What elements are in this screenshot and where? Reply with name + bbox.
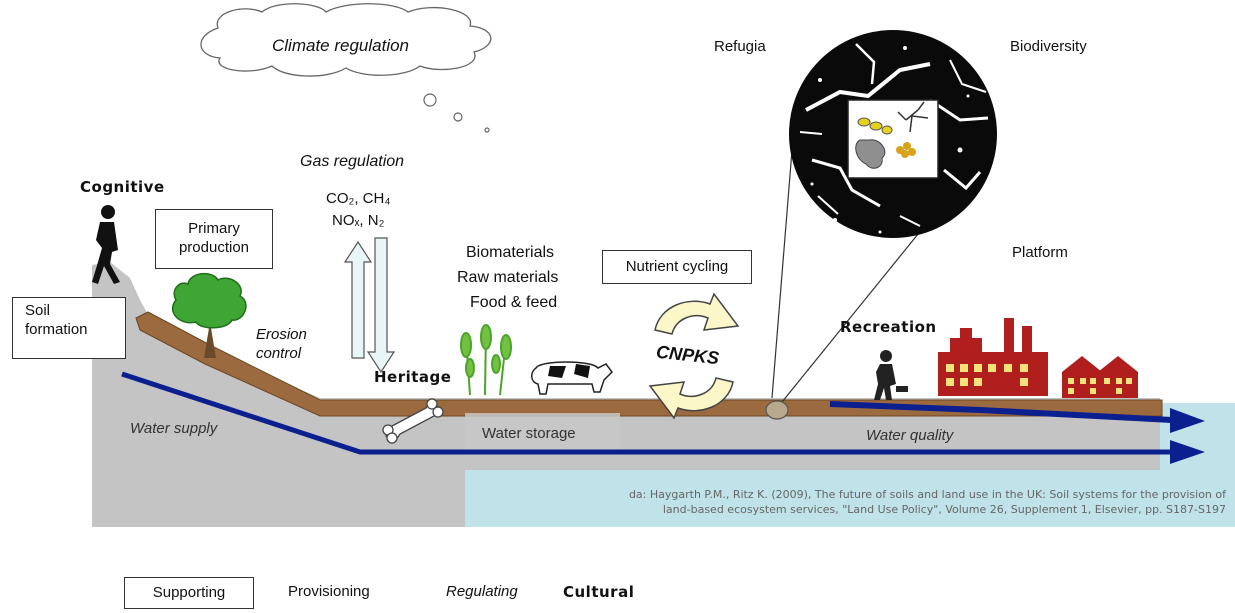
legend-supporting: Supporting xyxy=(152,583,226,601)
citation-line1: da: Haygarth P.M., Ritz K. (2009), The f… xyxy=(628,488,1226,501)
organisms-inset xyxy=(847,99,939,179)
biodiversity-label: Biodiversity xyxy=(1010,38,1087,55)
nutrient-cycling-box: Nutrient cycling xyxy=(602,250,752,284)
platform-label: Platform xyxy=(1012,244,1068,261)
houses-icon xyxy=(1062,356,1138,398)
gas-formula-line2: NOₓ, N₂ xyxy=(332,212,385,229)
gas-down-arrow xyxy=(366,237,396,374)
water-storage-label: Water storage xyxy=(482,425,576,442)
soil-formation-box: Soil formation xyxy=(12,297,126,359)
soil-specks xyxy=(810,46,977,234)
primary-production-box: Primary production xyxy=(155,209,273,269)
soil-layer xyxy=(135,311,1163,417)
gas-formula-line1: CO₂, CH₄ xyxy=(326,190,391,207)
citation-line2: land-based ecosystem services, "Land Use… xyxy=(662,502,1226,516)
erosion-control-text: Erosion control xyxy=(256,326,307,362)
tree-icon xyxy=(171,272,247,358)
citation: da: Haygarth P.M., Ritz K. (2009), The f… xyxy=(470,488,1226,518)
cognitive-person-icon xyxy=(92,205,120,284)
thought-bubble-2 xyxy=(453,112,463,122)
raw-materials-label: Raw materials xyxy=(457,269,559,286)
biomaterials-label: Biomaterials xyxy=(466,244,555,261)
legend-cultural: Cultural xyxy=(563,583,635,601)
gas-regulation-label: Gas regulation xyxy=(300,153,405,170)
heritage-label: Heritage xyxy=(374,368,452,386)
thought-bubble-1 xyxy=(423,93,437,107)
soil-particle xyxy=(765,400,789,420)
water-quality-label: Water quality xyxy=(866,427,954,444)
magnifier-line-left xyxy=(771,137,794,399)
primary-production-label: Primary production xyxy=(178,220,250,256)
bone-icon xyxy=(382,398,444,444)
erosion-control-label: Erosion control xyxy=(256,326,336,364)
wheat-icon xyxy=(460,324,512,396)
climate-regulation-label: Climate regulation xyxy=(272,36,410,55)
ground xyxy=(92,262,1160,527)
factory-icon xyxy=(938,318,1048,396)
soil-formation-label: Soil formation xyxy=(25,302,88,338)
cognitive-label: Cognitive xyxy=(80,178,165,196)
water-supply-label: Water supply xyxy=(130,420,218,437)
cloud-shape xyxy=(200,3,492,77)
cow-icon xyxy=(531,361,613,395)
water-quality-arrow xyxy=(829,401,1173,423)
organisms-icon xyxy=(855,101,929,169)
refugia-label: Refugia xyxy=(714,38,766,55)
water-storage-band xyxy=(465,413,620,451)
thought-bubble-3 xyxy=(484,127,490,133)
legend-provisioning: Provisioning xyxy=(288,583,370,600)
recreation-person-icon xyxy=(874,350,908,400)
recreation-label: Recreation xyxy=(840,318,937,336)
nutrient-cycling-label: Nutrient cycling xyxy=(625,257,729,275)
soil-pores xyxy=(799,43,989,227)
water-quality-arrowhead xyxy=(1170,408,1205,433)
legend-supporting-box: Supporting xyxy=(124,577,254,609)
food-feed-label: Food & feed xyxy=(470,294,558,311)
water-supply-arrow xyxy=(121,371,1172,455)
gas-up-arrow xyxy=(343,240,373,359)
legend-regulating: Regulating xyxy=(446,583,518,600)
water-supply-arrowhead xyxy=(1170,440,1205,464)
nutrient-cycle-arrows xyxy=(648,292,740,420)
